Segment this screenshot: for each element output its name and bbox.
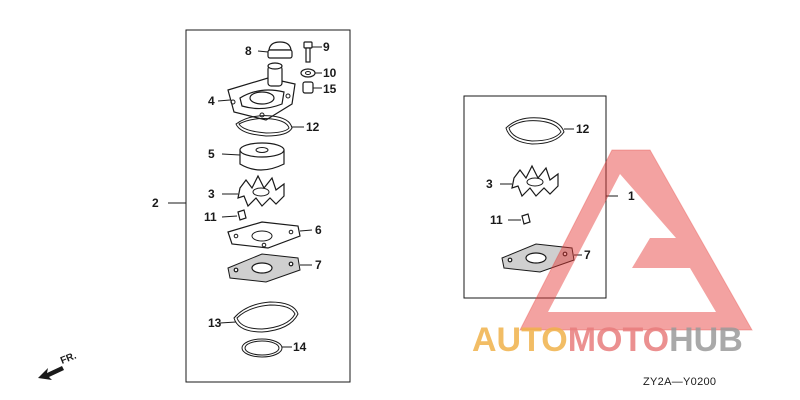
watermark-text-auto: AUTO [472,321,568,359]
part-13-gasket-ring [233,301,299,333]
front-direction-label: FR. [59,350,78,366]
diagram-code: ZY2A—Y0200 [643,376,716,388]
part-14-o-ring [241,338,283,358]
part-7-plate-kit [501,243,575,273]
watermark-text: AUTOMOTOHUB [472,321,743,359]
watermark-logo [519,149,753,331]
callout-12-left: 12 [306,120,320,134]
callout-15: 15 [323,82,337,96]
callout-3-left: 3 [208,187,215,201]
part-15-collar [302,81,314,94]
kit-1-callout: 1 [628,189,635,203]
callout-9: 9 [323,40,330,54]
part-12-seal-ring [235,115,293,137]
part-12-seal-ring-kit [505,117,565,145]
callout-11-left: 11 [204,210,217,224]
callout-8: 8 [245,44,252,58]
part-8-cap [267,41,293,59]
part-11-key-kit [521,213,531,225]
front-direction-arrow-icon [38,366,64,380]
part-3-impeller [237,174,285,208]
kit-1-frame [463,95,607,299]
callout-7-right: 7 [584,248,591,262]
part-6-gasket [227,221,301,249]
assembly-2-frame [185,29,351,383]
part-10-washer [300,68,316,78]
assembly-2-callout: 2 [152,196,159,210]
part-9-bolt [303,41,313,63]
part-11-key [237,209,247,221]
watermark-triangle-icon [520,150,752,330]
callout-10: 10 [323,66,337,80]
watermark-text-moto: MOTO [568,321,669,359]
callout-13: 13 [208,316,222,330]
watermark-text-hub: HUB [669,321,743,359]
callout-12-right: 12 [576,122,590,136]
callout-7-left: 7 [315,258,322,272]
callout-6: 6 [315,223,322,237]
callout-11-right: 11 [490,213,503,227]
callout-3-right: 3 [486,177,493,191]
part-5-impeller-housing-liner [239,142,285,171]
part-7-plate [227,253,301,283]
part-4-pump-housing [227,62,296,121]
part-3-impeller-kit [511,164,559,198]
callout-4: 4 [208,94,215,108]
callout-5: 5 [208,147,215,161]
callout-14: 14 [293,340,307,354]
